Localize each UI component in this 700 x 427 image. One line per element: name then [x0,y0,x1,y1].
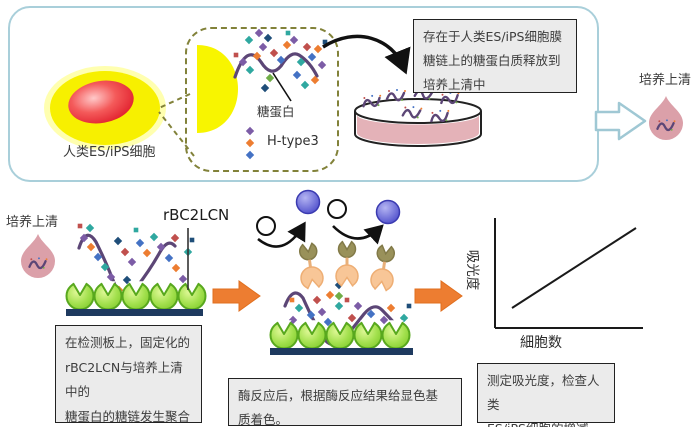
release-note-line: 存在于人类ES/iPS细胞膜 [423,29,562,44]
reaction-arrow-1 [257,221,306,248]
release-note-box: 存在于人类ES/iPS细胞膜 糖链上的糖蛋白质释放到 培养上清中 [413,19,577,93]
absorbance-chart [494,218,643,329]
binding-note-box: 在检测板上，固定化的 rBC2LCN与培养上清中的 糖蛋白的糖链发生聚合反 应 [55,325,202,424]
supernatant-label-top: 培养上清 [639,73,692,88]
enzyme-note-line: 质着色。 [238,412,289,427]
release-note-line: 培养上清中 [423,77,486,92]
binding-note-line: rBC2LCN与培养上清中的 [65,359,183,400]
supernatant-drop-icon-bottom [21,234,55,278]
binding-note-line: 糖蛋白的糖链发生聚合反 [65,408,191,424]
enzyme-note-box: 酶反应后，根据酶反应结果给显色基 质着色。 [228,378,462,427]
readout-note-line: ES/iPS细胞的增减。 [487,417,605,427]
substrate-product-reaction [256,189,401,248]
release-curved-arrow [322,34,411,75]
cell-label: 人类ES/iPS细胞 [63,145,156,160]
glycoprotein-label: 糖蛋白 [257,104,295,119]
enzyme-note-line: 酶反应后，根据酶反应结果给显色基 [238,388,439,403]
chart-y-axis-label: 吸光度 [464,249,480,291]
es-ips-cell-graphic [44,66,166,150]
zoom-callout-lines [158,93,195,157]
membrane-shape [197,45,238,133]
membrane-zoom-callout-box [185,27,339,172]
glycan-diamonds-zoom-box [233,28,328,93]
readout-note-line: 测定吸光度，检查人类 [487,373,600,412]
supernatant-drop-icon-top [649,96,683,140]
product-circle-2 [375,199,401,225]
rbc2lcn-label: rBC2LCN [163,206,230,224]
petri-dish [354,84,482,147]
glycoprotein-wave [233,52,319,102]
substrate-circle-2 [327,199,347,219]
lectin-plate-middle [269,319,413,355]
readout-note-box: 测定吸光度，检查人类 ES/iPS细胞的增减。 [477,363,615,427]
h-type3-legend-label: H-type3 [267,134,319,149]
binding-note-line: 在检测板上，固定化的 [65,335,191,350]
flow-arrow-1 [212,280,261,312]
supernatant-label-bottom: 培养上清 [6,215,59,230]
product-circle-1 [295,189,321,215]
antibody-enzyme-conjugates [294,238,400,295]
release-note-line: 糖链上的糖蛋白质释放到 [423,53,561,68]
chart-trend-line [511,227,637,309]
supernatant-outflow-arrow [594,101,647,141]
h-type3-legend-icons [245,126,255,160]
reaction-arrow-2 [332,224,384,245]
substrate-circle-1 [256,216,276,236]
flow-arrow-2 [414,280,463,312]
chart-x-axis-label: 細胞数 [520,335,562,351]
lectin-plate-left [65,280,207,316]
